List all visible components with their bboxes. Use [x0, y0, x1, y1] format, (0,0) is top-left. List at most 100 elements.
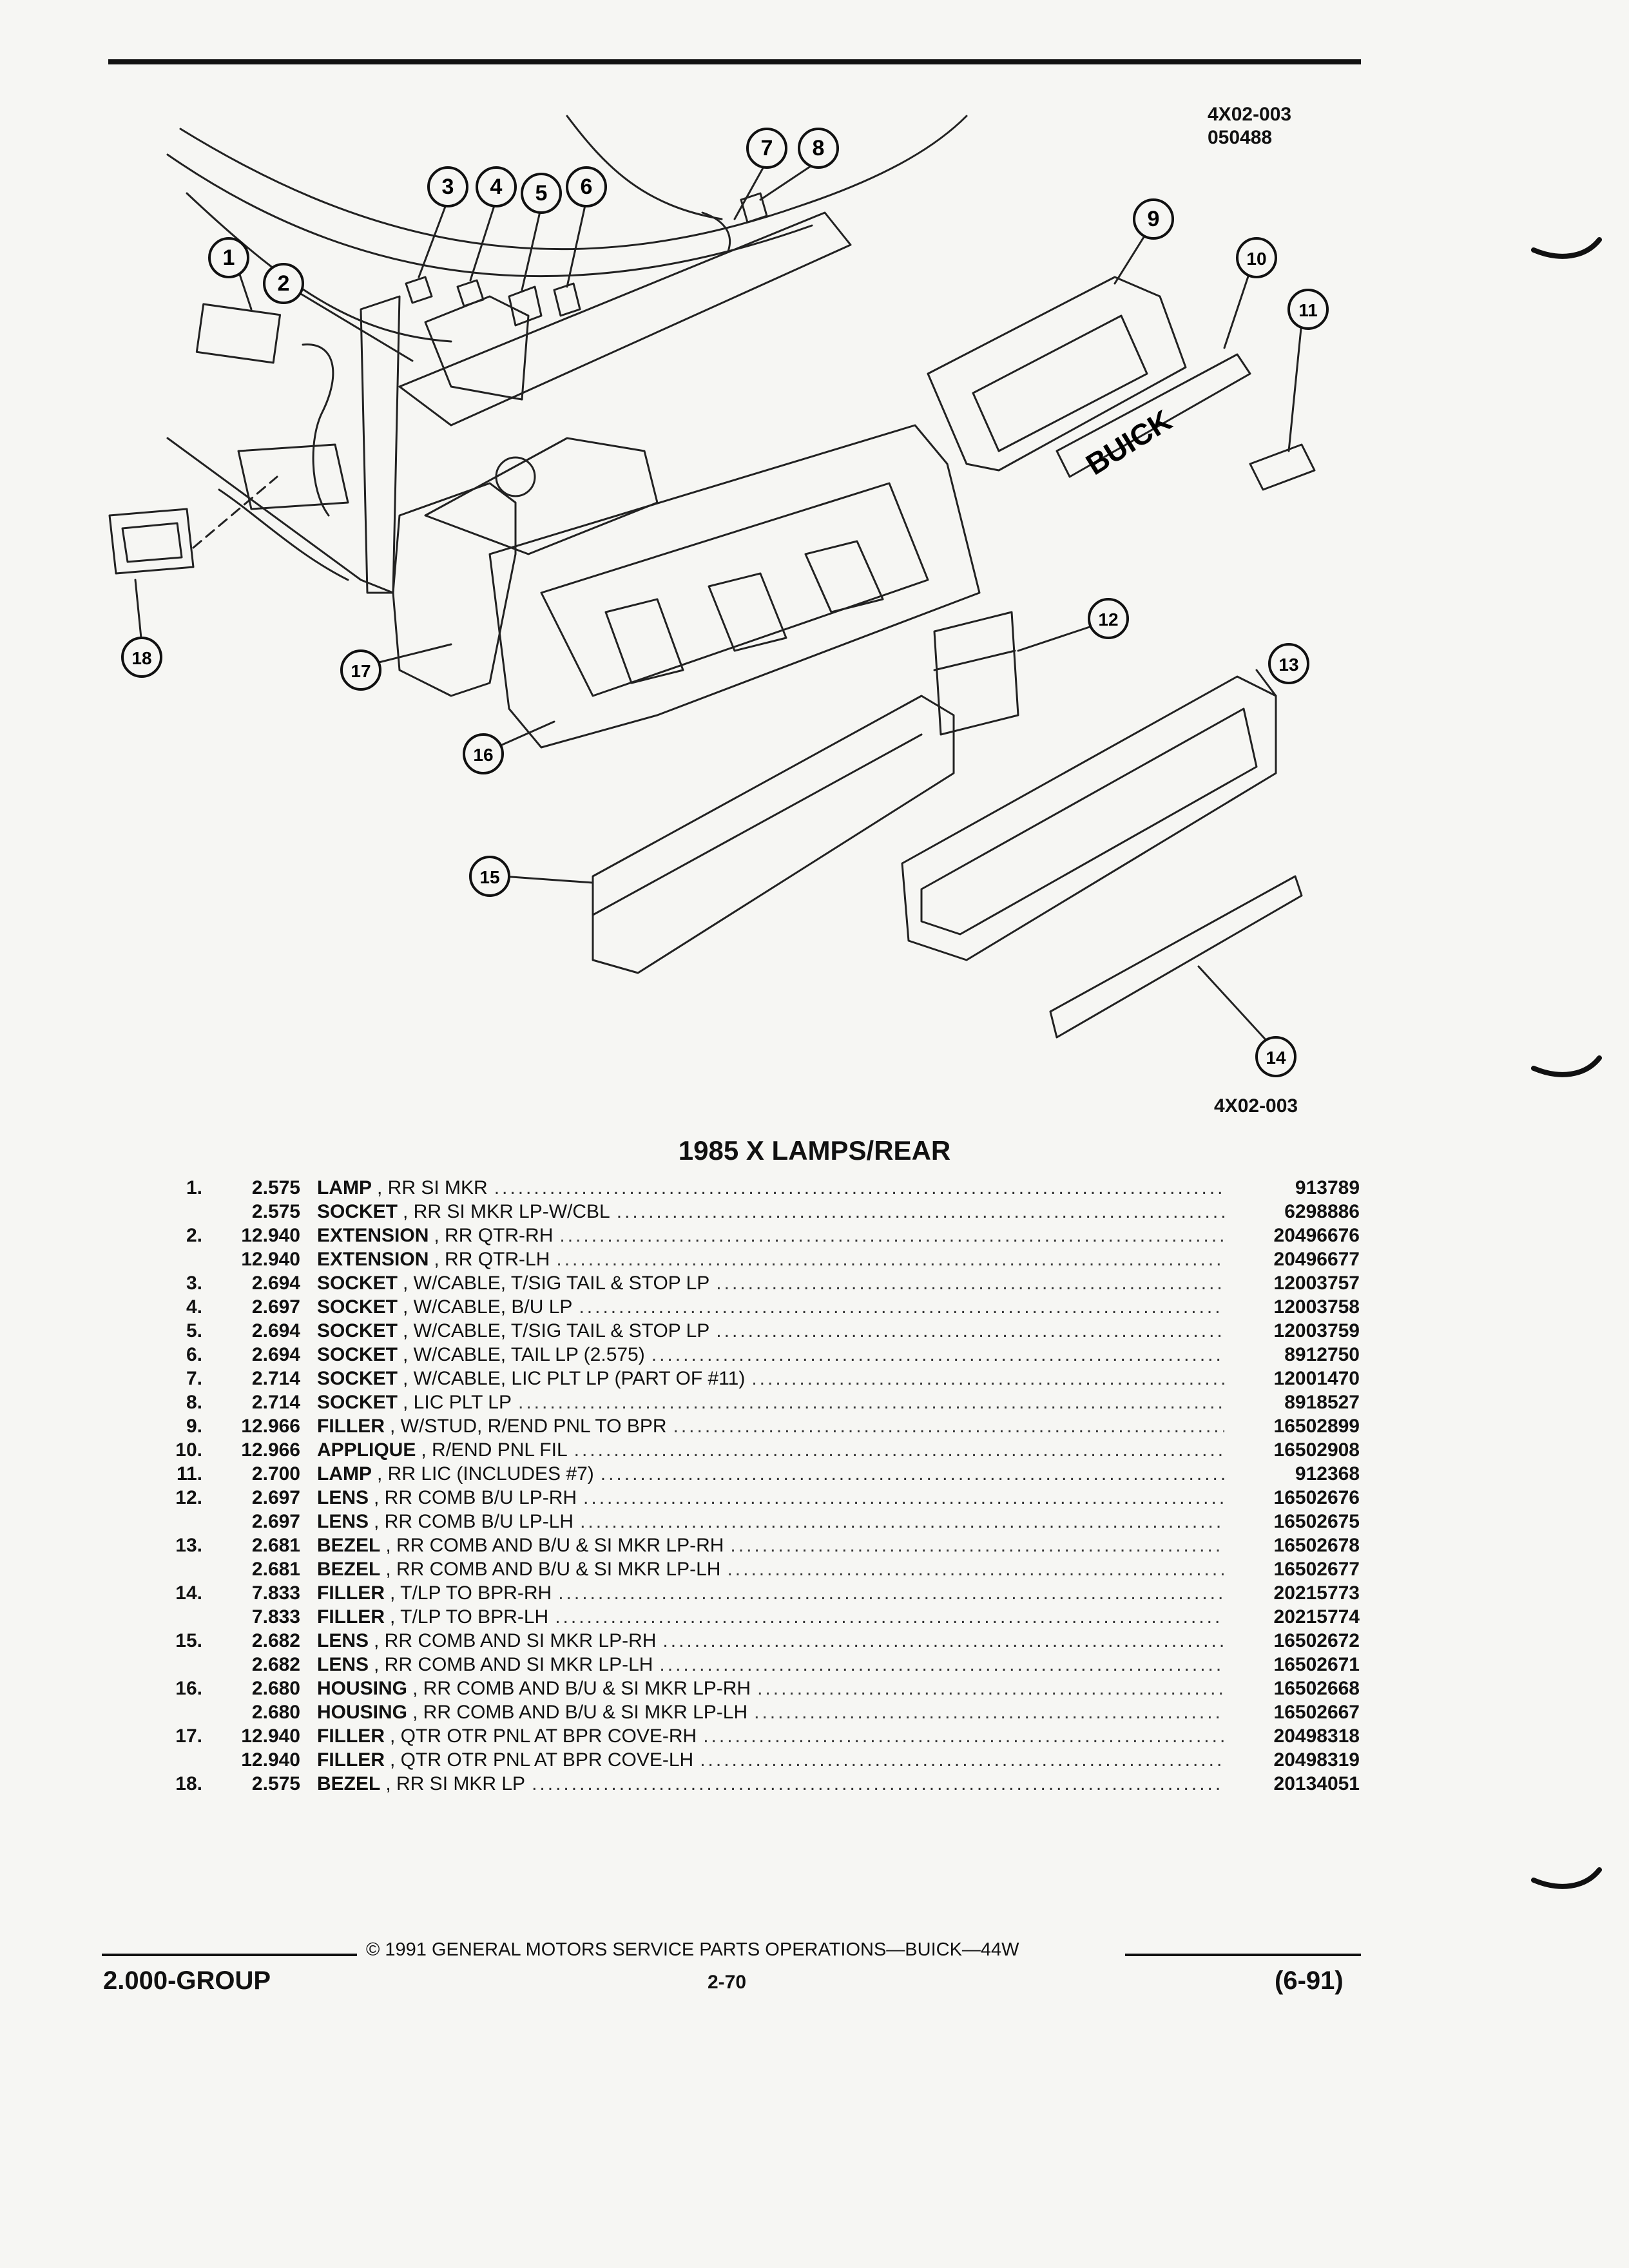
lens-12-divider: [933, 649, 1016, 671]
leader-6: [566, 198, 588, 288]
part-description: , W/CABLE, B/U LP: [403, 1296, 573, 1318]
group-number: 2.694: [251, 1273, 300, 1294]
group-number: 2.680: [251, 1702, 300, 1723]
lamp-11: [1249, 443, 1316, 491]
margin-tick-mark: [1531, 1055, 1602, 1077]
part-number: 20215773: [1273, 1582, 1360, 1604]
leader-8: [759, 160, 820, 201]
footer-group: 2.000-GROUP: [103, 1966, 271, 1995]
gasket: [237, 443, 349, 510]
group-number: 2.714: [251, 1368, 300, 1389]
part-description: , W/STUD, R/END PNL TO BPR: [390, 1416, 667, 1437]
leader-dots: ........................................…: [579, 1296, 1224, 1318]
socket-1-cable: [302, 343, 334, 517]
callout-circle: [798, 128, 839, 169]
socket-3: [405, 276, 433, 304]
leader-dots: ........................................…: [662, 1630, 1224, 1651]
leader-13: [1255, 669, 1277, 697]
part-description: , W/CABLE, T/SIG TAIL & STOP LP: [403, 1273, 710, 1294]
callout-circle: [463, 733, 504, 774]
item-number: 7.: [186, 1368, 202, 1389]
part-description: , QTR OTR PNL AT BPR COVE-LH: [390, 1749, 694, 1771]
group-number: 12.940: [241, 1749, 300, 1771]
callout-circle: [1287, 289, 1329, 330]
figure-code: 4X02-003 050488: [1208, 103, 1291, 149]
callout-circle: [521, 173, 562, 214]
group-number: 2.682: [251, 1654, 300, 1675]
part-number: 8912750: [1284, 1344, 1360, 1365]
item-number: 5.: [186, 1320, 202, 1341]
part-name: LENS: [317, 1511, 369, 1532]
part-name: SOCKET: [317, 1392, 398, 1413]
callout-circle: [566, 166, 607, 207]
leader-18: [134, 579, 143, 646]
rear-end-panel: [424, 437, 659, 555]
footer-rule-right: [1125, 1954, 1361, 1956]
quarter-panel: [166, 437, 394, 594]
item-number: 8.: [186, 1392, 202, 1413]
group-number: 2.681: [251, 1535, 300, 1556]
part-description: , R/END PNL FIL: [421, 1439, 568, 1461]
part-description: , RR COMB B/U LP-RH: [374, 1487, 577, 1508]
part-name: BEZEL: [317, 1535, 381, 1556]
callout-number: 1: [223, 245, 235, 270]
item-number: 13.: [175, 1535, 202, 1556]
leader-7: [733, 160, 768, 220]
leader-dots: ........................................…: [518, 1392, 1224, 1413]
part-name: LENS: [317, 1654, 369, 1675]
group-number: 2.694: [251, 1344, 300, 1365]
part-number: 8918527: [1284, 1392, 1360, 1413]
part-description: , LIC PLT LP: [403, 1392, 512, 1413]
leader-11: [1287, 321, 1303, 452]
part-number: 20496677: [1273, 1249, 1360, 1270]
group-number: 7.833: [251, 1606, 300, 1628]
part-description: , W/CABLE, LIC PLT LP (PART OF #11): [403, 1368, 746, 1389]
group-number: 2.697: [251, 1511, 300, 1532]
part-description: , RR SI MKR: [377, 1177, 488, 1198]
socket-5: [508, 285, 543, 327]
part-description: , RR COMB AND SI MKR LP-RH: [374, 1630, 657, 1651]
bezel-13-inner: [920, 707, 1258, 936]
part-description: , QTR OTR PNL AT BPR COVE-RH: [390, 1725, 697, 1747]
quarter-panel: [218, 488, 349, 581]
socket-7: [701, 211, 731, 253]
leader-dots: ........................................…: [559, 1225, 1224, 1246]
part-name: BEZEL: [317, 1559, 381, 1580]
callout-circle: [427, 166, 468, 207]
leader-dots: ........................................…: [730, 1535, 1224, 1556]
leader-4: [469, 198, 497, 282]
item-number: 1.: [186, 1177, 202, 1198]
callout-circle: [263, 263, 304, 304]
group-number: 2.680: [251, 1678, 300, 1699]
callout-number: 17: [351, 661, 371, 681]
callout-number: 2: [278, 271, 290, 296]
leader-18-dashed: [192, 476, 278, 549]
part-number: 20496676: [1273, 1225, 1360, 1246]
part-name: FILLER: [317, 1725, 385, 1747]
callout-circle: [1133, 198, 1174, 240]
socket-4: [456, 279, 485, 307]
leader-dots: ........................................…: [673, 1416, 1224, 1437]
part-name: SOCKET: [317, 1320, 398, 1341]
callout-number: 11: [1298, 300, 1318, 320]
group-number: 2.697: [251, 1487, 300, 1508]
part-number: 913789: [1295, 1177, 1360, 1198]
leader-1: [237, 269, 253, 311]
part-number: 16502899: [1273, 1416, 1360, 1437]
group-number: 2.575: [251, 1773, 300, 1794]
callout-number: 7: [761, 136, 773, 160]
callout-circle: [208, 237, 249, 278]
part-description: , RR COMB AND SI MKR LP-LH: [374, 1654, 653, 1675]
leader-dots: ........................................…: [651, 1344, 1224, 1365]
callout-number: 5: [535, 181, 548, 206]
group-number: 2.681: [251, 1559, 300, 1580]
